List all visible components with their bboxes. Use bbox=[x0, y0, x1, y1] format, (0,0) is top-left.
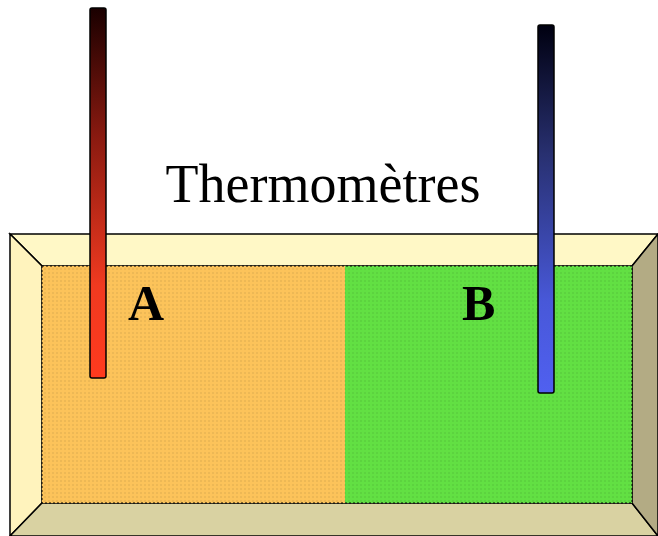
tray-bottom-bevel bbox=[10, 503, 658, 536]
tray-top-bevel bbox=[10, 234, 658, 266]
compartment: A bbox=[42, 266, 345, 503]
tray-right-bevel bbox=[632, 234, 658, 536]
caption-label: Thermomètres bbox=[166, 157, 481, 211]
compartment-letter: B bbox=[462, 278, 495, 328]
compartment: B bbox=[345, 266, 632, 503]
thermometer-blue bbox=[538, 25, 554, 393]
compartment-letter: A bbox=[128, 278, 164, 328]
tray-left-bevel bbox=[10, 234, 42, 536]
thermometer-red bbox=[90, 8, 106, 378]
